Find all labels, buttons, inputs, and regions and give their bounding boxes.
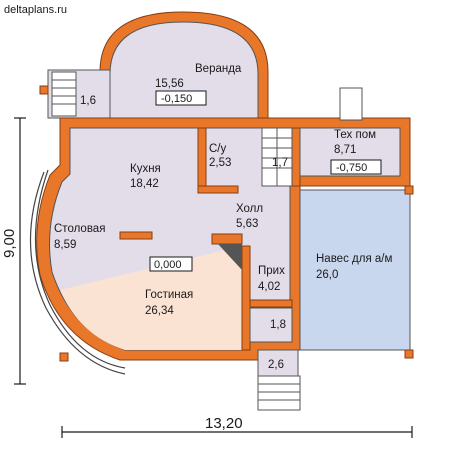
room-dining-area: 8,59 (54, 239, 76, 251)
stairs-icon (52, 79, 76, 105)
stairs-bottom (257, 375, 301, 411)
tech-room-vent (339, 87, 363, 121)
carport-floor (299, 189, 411, 351)
vestibule-floor (249, 307, 293, 343)
stairs-icon (258, 383, 300, 401)
wall-hall-lower (241, 245, 251, 351)
room-hall-area: 5,63 (236, 218, 258, 230)
site-label: deltaplans.ru (4, 4, 67, 16)
room-hall-name: Холл (236, 203, 263, 215)
bay-window-line (34, 169, 126, 369)
wall-tech-left (291, 127, 301, 187)
room-entrance: Прих 4,02 (258, 265, 285, 293)
room-living-name: Гостиная (145, 289, 193, 301)
height-dimension-label: 9,00 (1, 229, 18, 258)
room-veranda-area: 15,56 (155, 78, 184, 90)
porch-bottom (257, 349, 299, 379)
room-vestibule-area: 1,8 (270, 319, 286, 331)
room-living: Гостиная 26,34 (145, 289, 193, 317)
veranda-floor (109, 21, 259, 119)
room-dining-name: Столовая (54, 223, 105, 235)
room-kitchen-area: 18,42 (130, 178, 159, 190)
room-carport-area: 26,0 (316, 269, 338, 281)
carport-post (404, 349, 414, 359)
room-kitchen: Кухня 18,42 (130, 163, 161, 190)
room-carport-name: Навес для а/м (316, 253, 392, 265)
width-dimension-label: 13,20 (205, 415, 243, 432)
room-stair-hall-area: 1,7 (272, 157, 288, 169)
room-tech-area: 8,71 (334, 144, 356, 156)
stairs-icon (262, 128, 292, 186)
room-veranda-name: Веранда (195, 63, 242, 75)
living-room-floor (60, 246, 242, 350)
room-tech: Тех пом 8,71 -0,750 (330, 129, 382, 175)
room-wc-area: 2,53 (209, 157, 231, 169)
room-tech-level: -0,750 (336, 162, 367, 174)
floor-level-box (149, 256, 193, 272)
wall-entrance (249, 299, 293, 308)
fireplace-icon (211, 233, 243, 270)
room-wc: С/у 2,53 (209, 143, 231, 169)
room-carport: Навес для а/м 26,0 (316, 253, 392, 281)
room-entrance-area: 4,02 (258, 281, 280, 293)
room-kitchen-name: Кухня (130, 163, 161, 175)
room-wc-name: С/у (209, 143, 227, 155)
post-left (59, 352, 69, 362)
room-tech-name: Тех пом (334, 129, 376, 141)
room-veranda-level: -0,150 (161, 93, 192, 105)
room-hall: Холл 5,63 (236, 203, 263, 230)
carport-post-2 (404, 185, 414, 195)
room-living-area: 26,34 (145, 305, 174, 317)
wall-wc-bottom (197, 185, 239, 194)
room-porch-top-area: 1,6 (80, 95, 96, 107)
bay-window-line-2 (29, 171, 126, 375)
room-entrance-name: Прих (258, 265, 285, 277)
floor-level: 0,000 (154, 259, 182, 271)
room-veranda: Веранда 15,56 -0,150 (155, 63, 242, 106)
post-porch-left (39, 85, 49, 95)
room-porch-bottom-area: 2,6 (268, 359, 284, 371)
porch-top-stairs (51, 71, 77, 117)
height-dimension (14, 117, 26, 385)
wall-dining (119, 231, 153, 240)
width-dimension (61, 426, 413, 438)
wall-kitchen-wc (197, 127, 207, 189)
room-dining: Столовая 8,59 (54, 223, 105, 251)
